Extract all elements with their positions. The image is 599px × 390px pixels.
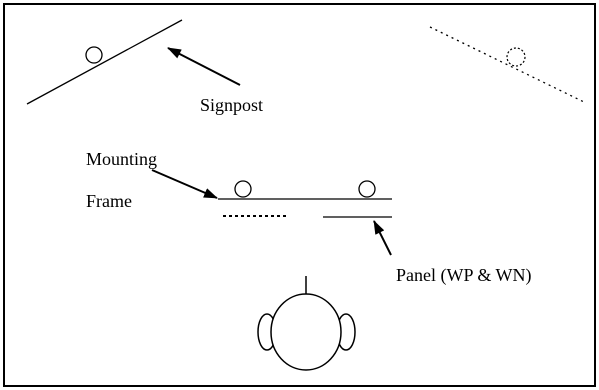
mounting-frame-circle-right (358, 180, 376, 198)
signpost-dotted-line (429, 26, 585, 103)
viewer-head (270, 293, 342, 371)
signpost-solid-circle (85, 46, 103, 64)
signpost-arrow (167, 47, 241, 86)
signpost-solid (26, 19, 183, 105)
signpost-dotted (429, 26, 585, 103)
panels (223, 215, 392, 218)
mounting-frame-arrow (151, 169, 218, 199)
panel-label: Panel (WP & WN) (396, 265, 532, 285)
viewer-head-icon (257, 276, 356, 371)
panel-arrow (373, 220, 392, 256)
mounting-frame-label-line2: Frame (86, 191, 132, 211)
mounting-frame (218, 180, 392, 200)
signpost-solid-line (26, 19, 183, 105)
signpost-dotted-circle (506, 47, 526, 67)
mounting-frame-circle-left (234, 180, 252, 198)
mounting-frame-label-line1: Mounting (86, 149, 158, 169)
outer-border (3, 3, 596, 387)
signpost-label: Signpost (200, 95, 264, 115)
